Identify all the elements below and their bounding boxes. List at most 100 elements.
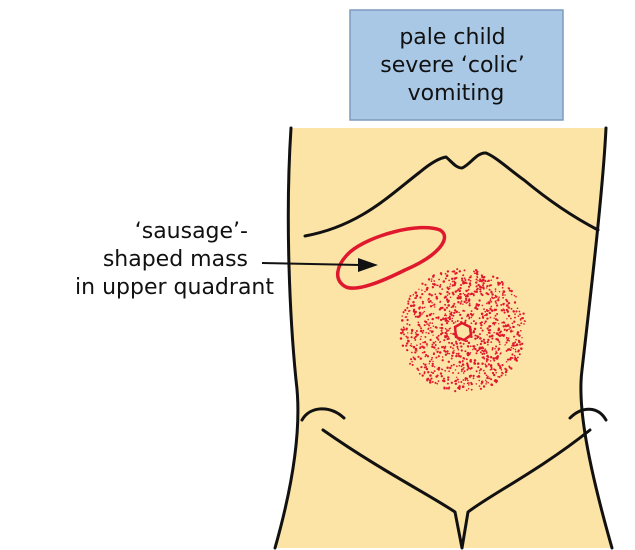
stipple-dot bbox=[447, 376, 449, 378]
stipple-dot bbox=[483, 349, 485, 351]
stipple-dot bbox=[433, 325, 435, 327]
stipple-dot bbox=[479, 337, 482, 340]
stipple-dot bbox=[498, 283, 500, 285]
stipple-dot bbox=[486, 310, 488, 312]
stipple-dot bbox=[507, 359, 509, 361]
stipple-dot bbox=[515, 345, 517, 347]
stipple-dot bbox=[514, 317, 516, 319]
stipple-dot bbox=[476, 273, 478, 275]
stipple-dot bbox=[406, 323, 408, 325]
mass-label-line-2: shaped mass bbox=[103, 247, 248, 272]
stipple-dot bbox=[442, 369, 443, 370]
stipple-dot bbox=[462, 310, 464, 312]
stipple-dot bbox=[484, 311, 486, 313]
stipple-dot bbox=[489, 289, 491, 291]
stipple-dot bbox=[486, 358, 488, 360]
stipple-dot bbox=[479, 280, 481, 282]
stipple-dot bbox=[424, 311, 425, 312]
stipple-dot bbox=[512, 342, 515, 345]
stipple-dot bbox=[453, 322, 455, 324]
stipple-dot bbox=[439, 302, 440, 303]
stipple-dot bbox=[422, 332, 424, 334]
stipple-dot bbox=[462, 361, 464, 363]
stipple-dot bbox=[499, 365, 501, 367]
stipple-dot bbox=[477, 280, 479, 282]
stipple-dot bbox=[457, 353, 459, 355]
stipple-dot bbox=[470, 345, 472, 347]
stipple-dot bbox=[506, 318, 507, 319]
stipple-dot bbox=[439, 342, 441, 344]
stipple-dot bbox=[513, 344, 515, 346]
stipple-dot bbox=[478, 299, 480, 301]
stipple-dot bbox=[481, 287, 483, 289]
stipple-dot bbox=[502, 297, 504, 299]
stipple-dot bbox=[493, 309, 495, 311]
stipple-dot bbox=[406, 349, 408, 351]
stipple-dot bbox=[428, 301, 430, 303]
stipple-dot bbox=[487, 344, 489, 346]
stipple-dot bbox=[483, 282, 485, 284]
stipple-dot bbox=[459, 361, 462, 364]
stipple-dot bbox=[495, 372, 497, 374]
stipple-dot bbox=[416, 344, 418, 346]
stipple-dot bbox=[443, 280, 446, 283]
stipple-dot bbox=[503, 309, 505, 311]
stipple-dot bbox=[447, 383, 449, 385]
stipple-dot bbox=[414, 351, 416, 353]
stipple-dot bbox=[495, 322, 497, 324]
stipple-dot bbox=[474, 328, 477, 331]
stipple-dot bbox=[524, 320, 525, 321]
stipple-dot bbox=[500, 352, 502, 354]
stipple-dot bbox=[451, 355, 453, 357]
stipple-dot bbox=[422, 307, 424, 309]
stipple-dot bbox=[508, 287, 510, 289]
stipple-dot bbox=[498, 328, 500, 330]
stipple-dot bbox=[479, 288, 481, 290]
stipple-dot bbox=[486, 303, 488, 305]
stipple-dot bbox=[424, 336, 426, 338]
stipple-dot bbox=[437, 368, 438, 369]
stipple-dot bbox=[434, 366, 435, 367]
stipple-dot bbox=[406, 336, 408, 338]
stipple-dot bbox=[456, 365, 458, 367]
stipple-dot bbox=[422, 312, 424, 314]
stipple-dot bbox=[491, 384, 493, 386]
stipple-dot bbox=[508, 349, 510, 351]
stipple-dot bbox=[464, 277, 466, 279]
stipple-dot bbox=[502, 284, 504, 286]
stipple-dot bbox=[484, 372, 486, 374]
stipple-dot bbox=[452, 347, 454, 349]
stipple-dot bbox=[471, 389, 473, 391]
stipple-dot bbox=[490, 378, 492, 380]
stipple-dot bbox=[491, 310, 493, 312]
stipple-dot bbox=[468, 342, 470, 344]
stipple-dot bbox=[486, 381, 488, 383]
stipple-dot bbox=[453, 270, 455, 272]
stipple-dot bbox=[487, 281, 488, 282]
stipple-dot bbox=[504, 312, 506, 314]
stipple-dot bbox=[405, 345, 407, 347]
stipple-dot bbox=[500, 304, 502, 306]
stipple-dot bbox=[459, 342, 461, 344]
stipple-dot bbox=[426, 343, 428, 345]
stipple-dot bbox=[417, 356, 419, 358]
stipple-dot bbox=[441, 327, 444, 330]
stipple-dot bbox=[440, 372, 442, 374]
stipple-dot bbox=[479, 372, 481, 374]
stipple-dot bbox=[496, 380, 498, 382]
stipple-dot bbox=[409, 324, 411, 326]
stipple-dot bbox=[480, 327, 482, 329]
stipple-dot bbox=[452, 284, 454, 286]
stipple-dot bbox=[433, 283, 435, 285]
stipple-dot bbox=[495, 318, 497, 320]
stipple-dot bbox=[462, 281, 464, 283]
stipple-dot bbox=[483, 288, 485, 290]
stipple-dot bbox=[400, 328, 402, 330]
stipple-dot bbox=[418, 369, 420, 371]
stipple-dot bbox=[435, 357, 437, 359]
stipple-dot bbox=[473, 362, 475, 364]
stipple-dot bbox=[448, 386, 450, 388]
stipple-dot bbox=[402, 344, 404, 346]
stipple-dot bbox=[479, 278, 481, 280]
stipple-dot bbox=[495, 302, 497, 304]
